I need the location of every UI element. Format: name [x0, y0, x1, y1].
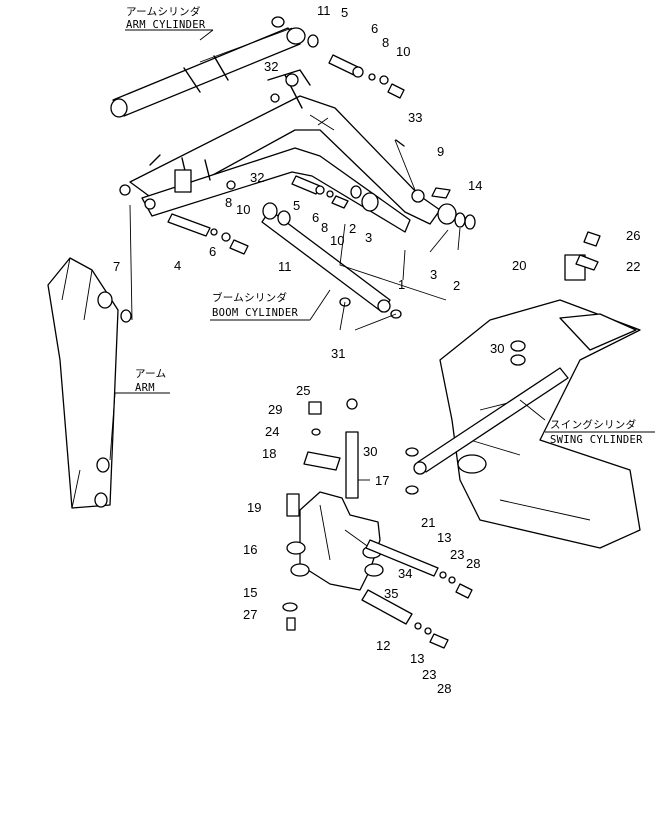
callout-number: 3 — [365, 230, 372, 245]
arm-label-jp: アーム — [135, 368, 166, 380]
callout-number: 5 — [293, 198, 300, 213]
callout-number: 2 — [453, 278, 460, 293]
swing-cylinder-label-jp: スイングシリンダ — [550, 418, 637, 431]
callout-number: 30 — [490, 341, 504, 356]
callout-number: 6 — [371, 21, 378, 36]
callout-number: 10 — [396, 44, 410, 59]
callout-number: 32 — [264, 59, 278, 74]
callout-number: 29 — [268, 402, 282, 417]
swing-frame — [439, 231, 641, 549]
callout-number: 31 — [331, 346, 345, 361]
callout-number: 3 — [430, 267, 437, 282]
boom — [119, 69, 441, 233]
callout-number: 11 — [278, 259, 292, 274]
callout-number: 6 — [312, 210, 319, 225]
callout-number: 33 — [408, 110, 422, 125]
callout-number: 27 — [243, 607, 257, 622]
callout-number: 2 — [349, 221, 356, 236]
callout-number: 25 — [296, 383, 310, 398]
callout-number: 12 — [376, 638, 390, 653]
arm-label-en: ARM — [135, 382, 155, 394]
callout-number: 32 — [250, 170, 264, 185]
callout-number: 8 — [321, 220, 328, 235]
callout-number: 14 — [468, 178, 482, 193]
leader-lines — [109, 29, 655, 481]
callout-number: 5 — [341, 5, 348, 20]
callout-number: 9 — [437, 144, 444, 159]
callout-number: 20 — [512, 258, 526, 273]
callout-number: 7 — [113, 259, 120, 274]
boom-cylinder-label-en: BOOM CYLINDER — [212, 307, 298, 319]
callout-number: 10 — [236, 202, 250, 217]
callout-number: 11 — [317, 3, 331, 18]
callout-number: 30 — [363, 444, 377, 459]
callout-number: 35 — [384, 586, 398, 601]
callout-number: 13 — [437, 530, 451, 545]
callout-number: 15 — [243, 585, 257, 600]
boom-cylinder-label-jp: ブームシリンダ — [212, 291, 287, 304]
callout-number: 8 — [225, 195, 232, 210]
callout-number: 23 — [450, 547, 464, 562]
callout-number: 23 — [422, 667, 436, 682]
callout-number: 10 — [330, 233, 344, 248]
callout-number: 17 — [375, 473, 389, 488]
callout-number: 22 — [626, 259, 640, 274]
callout-number: 26 — [626, 228, 640, 243]
boom-cylinder — [261, 202, 402, 319]
arm-cylinder-label-en: ARM CYLINDER — [126, 19, 206, 31]
text-labels: アームシリンダ ARM CYLINDER ブームシリンダ BOOM CYLIND… — [126, 5, 643, 446]
callout-number: 28 — [466, 556, 480, 571]
callout-number: 19 — [247, 500, 261, 515]
swing-cylinder — [405, 340, 569, 495]
callout-number: 24 — [265, 424, 279, 439]
callout-number: 1 — [398, 277, 405, 292]
callout-number: 18 — [262, 446, 276, 461]
callout-number: 8 — [382, 35, 389, 50]
callout-number: 6 — [209, 244, 216, 259]
arm — [47, 257, 132, 509]
swing-cylinder-label-en: SWING CYLINDER — [550, 434, 643, 446]
upper-hardware — [167, 16, 476, 255]
callout-number: 4 — [174, 258, 181, 273]
arm-cylinder-label-jp: アームシリンダ — [126, 5, 201, 18]
callout-number: 21 — [421, 515, 435, 530]
callouts: 11 5 6 8 10 32 33 9 14 32 8 10 5 6 8 2 1… — [113, 3, 640, 696]
callout-number: 28 — [437, 681, 451, 696]
callout-number: 34 — [398, 566, 412, 581]
callout-number: 16 — [243, 542, 257, 557]
arm-cylinder — [110, 27, 306, 118]
callout-number: 13 — [410, 651, 424, 666]
swing-bracket — [282, 398, 473, 649]
